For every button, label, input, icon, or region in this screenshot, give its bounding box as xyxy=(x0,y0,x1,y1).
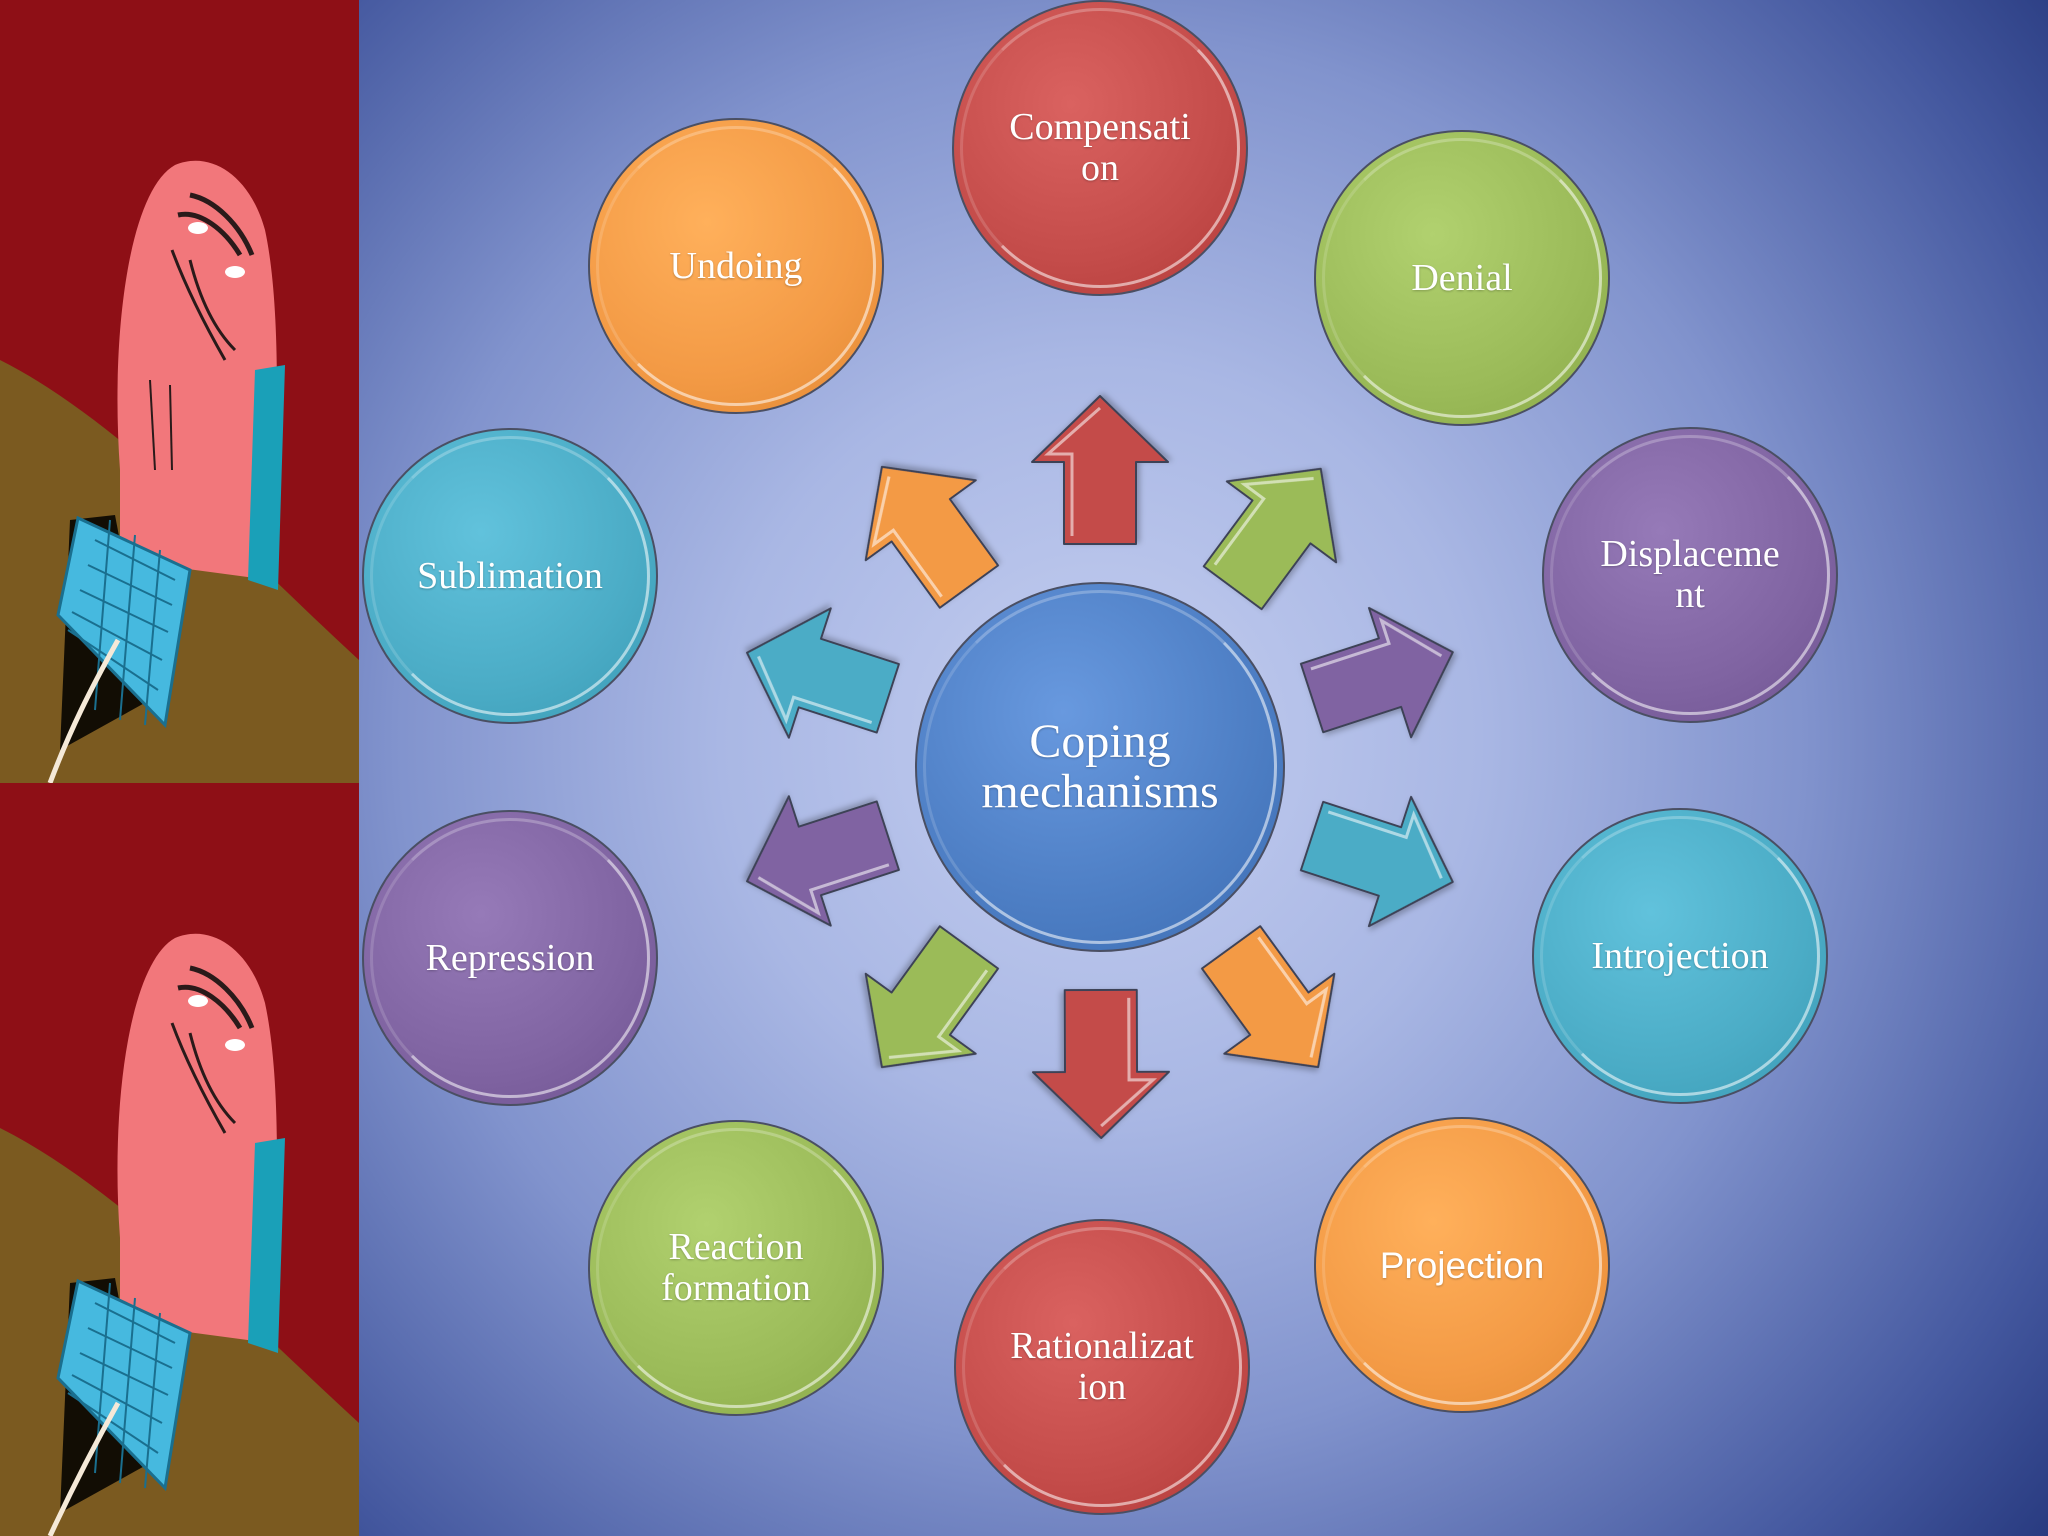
arrow-denial xyxy=(1202,467,1338,611)
node-label: Rationalizat ion xyxy=(1010,1325,1194,1408)
arrows xyxy=(746,395,1454,1139)
arrow-repression xyxy=(746,795,900,927)
arrow-highlight xyxy=(757,655,873,725)
center-node-label: Coping mechanisms xyxy=(981,715,1219,818)
node-displacement: Displaceme nt xyxy=(1542,427,1838,723)
arrow-undoing xyxy=(864,465,1000,609)
side-illustration-top xyxy=(0,0,359,783)
arrow-highlight xyxy=(757,863,890,917)
node-label: Introjection xyxy=(1591,934,1769,977)
side-illustration-bottom xyxy=(0,783,359,1536)
arrow-projection xyxy=(1200,925,1336,1069)
node-introjection: Introjection xyxy=(1532,808,1828,1104)
arrow-highlight xyxy=(1257,936,1329,1058)
worried-character-illustration xyxy=(0,783,359,1536)
node-label: Denial xyxy=(1411,256,1513,299)
node-label: Displaceme nt xyxy=(1600,533,1780,616)
arrow-reaction-formation xyxy=(864,925,1000,1069)
node-label: Compensati on xyxy=(1009,106,1191,189)
node-sublimation: Sublimation xyxy=(362,428,658,724)
node-label: Undoing xyxy=(669,244,803,287)
node-label: Projection xyxy=(1379,1244,1545,1286)
node-compensation: Compensati on xyxy=(952,0,1248,296)
worried-character-illustration xyxy=(0,0,359,783)
arrow-rationalization xyxy=(1032,988,1171,1139)
node-rationalization: Rationalizat ion xyxy=(954,1219,1250,1515)
node-reaction-formation: Reaction formation xyxy=(588,1120,884,1416)
node-label: Reaction formation xyxy=(661,1226,811,1309)
arrow-highlight xyxy=(1213,476,1314,566)
arrow-displacement xyxy=(1299,606,1454,739)
center-node-coping-mechanisms: Coping mechanisms xyxy=(915,582,1285,952)
arrow-compensation xyxy=(1031,395,1169,545)
node-projection: Projection xyxy=(1314,1117,1610,1413)
node-label: Repression xyxy=(425,936,595,979)
arrow-highlight xyxy=(1100,997,1157,1128)
arrow-highlight xyxy=(888,969,989,1059)
arrow-introjection xyxy=(1299,795,1454,928)
node-undoing: Undoing xyxy=(588,118,884,414)
arrow-highlight xyxy=(1327,810,1443,879)
arrow-sublimation xyxy=(746,607,900,739)
arrow-highlight xyxy=(871,476,943,598)
node-label: Sublimation xyxy=(417,554,603,597)
node-repression: Repression xyxy=(362,810,658,1106)
node-denial: Denial xyxy=(1314,130,1610,426)
arrow-highlight xyxy=(1310,617,1443,671)
arrow-highlight xyxy=(1044,406,1101,536)
